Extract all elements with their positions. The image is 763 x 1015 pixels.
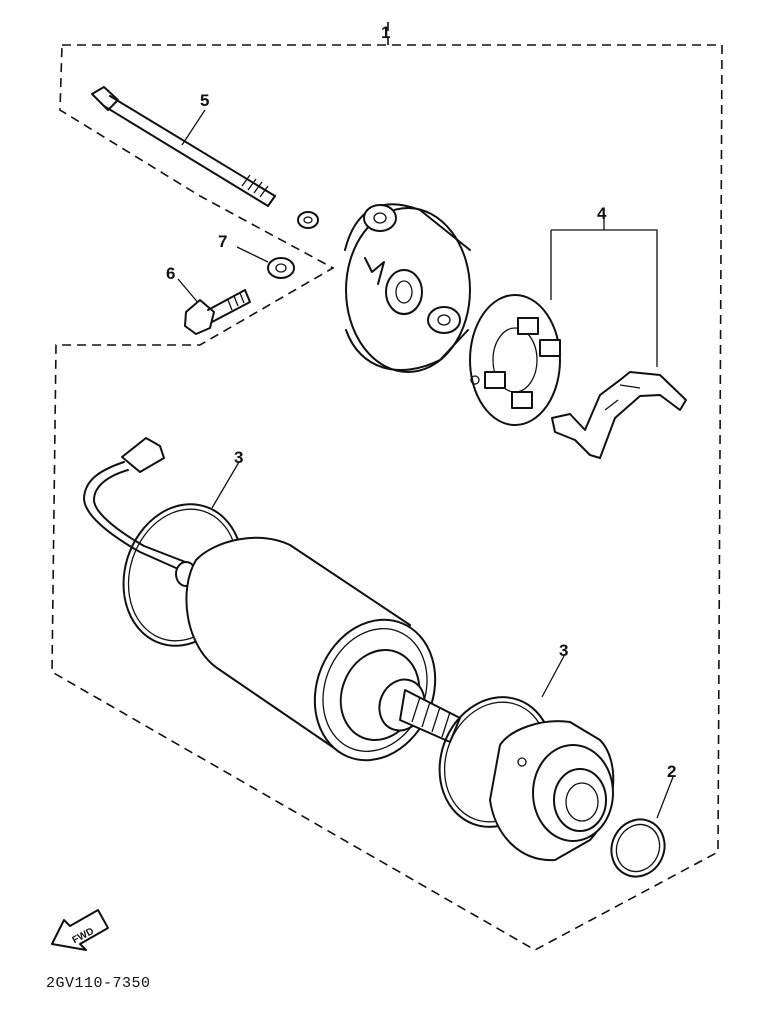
rear-end-cover [344,203,471,373]
callout-4: 4 [597,204,607,223]
washer [267,257,295,279]
spring-washer [297,211,319,229]
leader-lines [177,109,674,819]
o-ring-front [610,818,666,878]
long-through-bolt [91,86,276,207]
starter-motor-yoke [185,536,461,762]
callout-7: 7 [218,232,227,251]
callout-3-lower: 3 [559,641,568,660]
assembly-boundary [51,22,723,951]
brush-lead-bracket [551,371,687,459]
callout-1: 1 [381,23,390,42]
callout-6: 6 [166,264,175,283]
short-bolt [184,289,251,335]
fwd-arrow-icon: FWD [51,909,109,951]
diagram-code: 2GV110-7350 [46,975,151,992]
brush-holder-plate [469,294,561,426]
front-cover [489,720,615,862]
callout-2: 2 [667,762,676,781]
callout-3-upper: 3 [234,448,243,467]
callout-5: 5 [200,91,209,110]
